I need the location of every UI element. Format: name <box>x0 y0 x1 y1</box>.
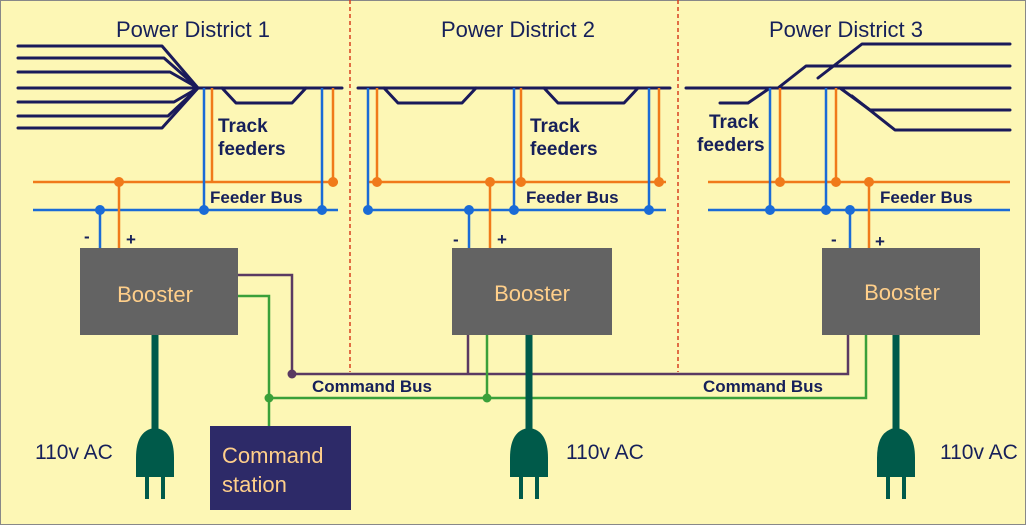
junction-d2-pos-feeder-c <box>654 177 664 187</box>
junction-d2-pos-feeder-b <box>516 177 526 187</box>
booster-3-box <box>822 248 980 335</box>
junction-dots <box>95 177 874 403</box>
junction-d3-pos-booster <box>864 177 874 187</box>
booster-3-plus-label: + <box>875 232 885 251</box>
junction-d1-neg-feeder-b <box>317 205 327 215</box>
track-d3-lower-2 <box>850 94 1012 132</box>
diagram-labels: Track feeders Track feeders Track feeder… <box>84 112 973 396</box>
district-1-track-feeders-line1: Track <box>218 116 268 137</box>
district-1-feeder-bus-label: Feeder Bus <box>210 188 303 207</box>
district-1-track-feeders-line2: feeders <box>218 139 286 160</box>
district-2-title: Power District 2 <box>441 17 595 42</box>
booster-1-plus-label: + <box>126 230 136 249</box>
power-plug-icon <box>877 428 915 499</box>
track-d2-siding-2 <box>542 86 640 105</box>
booster-1-box <box>80 248 238 335</box>
booster-2-box <box>452 248 612 335</box>
track-d1-ladder-1 <box>16 44 200 90</box>
district-dividers <box>349 0 679 372</box>
booster-1: Booster <box>80 248 238 335</box>
booster-2: Booster <box>452 248 612 335</box>
junction-command-purple <box>287 369 297 379</box>
track-d1-ladder-2 <box>16 56 200 90</box>
junction-d2-pos-booster <box>485 177 495 187</box>
district-3-feeder-bus-label: Feeder Bus <box>880 188 973 207</box>
booster-2-ac-label: 110v AC <box>566 441 644 464</box>
plug-body <box>136 428 174 477</box>
booster-1-ac-label: 110v AC <box>35 441 113 464</box>
district-3-title: Power District 3 <box>769 17 923 42</box>
command-station: Command station <box>210 426 351 510</box>
junction-d2-neg-feeder-a <box>363 205 373 215</box>
track-d3-spur <box>718 86 772 105</box>
power-cords <box>151 335 900 440</box>
booster-2-label: Booster <box>494 281 570 306</box>
junction-d2-neg-feeder-c <box>644 205 654 215</box>
track-d1-ladder-5 <box>16 86 200 104</box>
district-3-track-feeders-line1: Track <box>709 112 759 133</box>
booster-3-label: Booster <box>864 280 940 305</box>
district-2-feeder-bus-label: Feeder Bus <box>526 188 619 207</box>
junction-d3-neg-feeder-a <box>765 205 775 215</box>
track-d1-siding <box>220 86 308 105</box>
power-plug-icon <box>510 428 548 499</box>
junction-d2-pos-feeder-a <box>372 177 382 187</box>
ac-labels: 110v AC 110v AC 110v AC <box>35 441 1018 464</box>
plug-body <box>877 428 915 477</box>
command-bus-label-right: Command Bus <box>703 377 823 396</box>
track-layout <box>16 42 1012 132</box>
track-d1-ladder-7 <box>16 86 200 130</box>
junction-d2-neg-booster <box>464 205 474 215</box>
plug-prong <box>161 477 165 499</box>
track-d1-ladder-3 <box>16 70 200 90</box>
booster-2-plus-label: + <box>497 230 507 249</box>
junction-d3-neg-feeder-b <box>821 205 831 215</box>
booster-3-minus-label: - <box>831 230 837 249</box>
command-station-box <box>210 426 351 510</box>
plug-prong <box>886 477 890 499</box>
district-2-track-feeders-line1: Track <box>530 116 580 137</box>
junction-d2-neg-feeder-b <box>509 205 519 215</box>
command-station-line1: Command <box>222 443 323 468</box>
junction-command-green-booster-2 <box>482 393 492 403</box>
district-3-track-feeders-line2: feeders <box>697 135 765 156</box>
junction-d3-pos-feeder-b <box>831 177 841 187</box>
district-2-track-feeders-line2: feeders <box>530 139 598 160</box>
track-feeder-wires <box>202 88 838 210</box>
junction-d1-pos-booster <box>114 177 124 187</box>
booster-3-ac-label: 110v AC <box>940 441 1018 464</box>
track-d3-upper-2 <box>816 42 1012 80</box>
power-plugs <box>136 428 915 499</box>
plug-prong <box>902 477 906 499</box>
junction-d3-pos-feeder-a <box>775 177 785 187</box>
junction-d1-neg-feeder-a <box>199 205 209 215</box>
track-d3-upper-1 <box>776 64 1012 90</box>
district-1-title: Power District 1 <box>116 17 270 42</box>
booster-lead-wires <box>98 182 871 248</box>
junction-d3-neg-booster <box>845 205 855 215</box>
junction-d1-neg-booster <box>95 205 105 215</box>
power-plug-icon <box>136 428 174 499</box>
booster-1-label: Booster <box>117 282 193 307</box>
track-d2-siding-1 <box>382 86 478 105</box>
plug-prong <box>519 477 523 499</box>
boosters: Booster Booster Booster <box>80 248 980 335</box>
command-bus-label-left: Command Bus <box>312 377 432 396</box>
junction-command-green-station <box>264 393 274 403</box>
junction-d1-pos-feeder <box>328 177 338 187</box>
booster-2-minus-label: - <box>453 230 459 249</box>
plug-body <box>510 428 548 477</box>
plug-prong <box>535 477 539 499</box>
plug-prong <box>145 477 149 499</box>
booster-1-minus-label: - <box>84 227 90 246</box>
command-station-line2: station <box>222 472 287 497</box>
booster-3: Booster <box>822 248 980 335</box>
